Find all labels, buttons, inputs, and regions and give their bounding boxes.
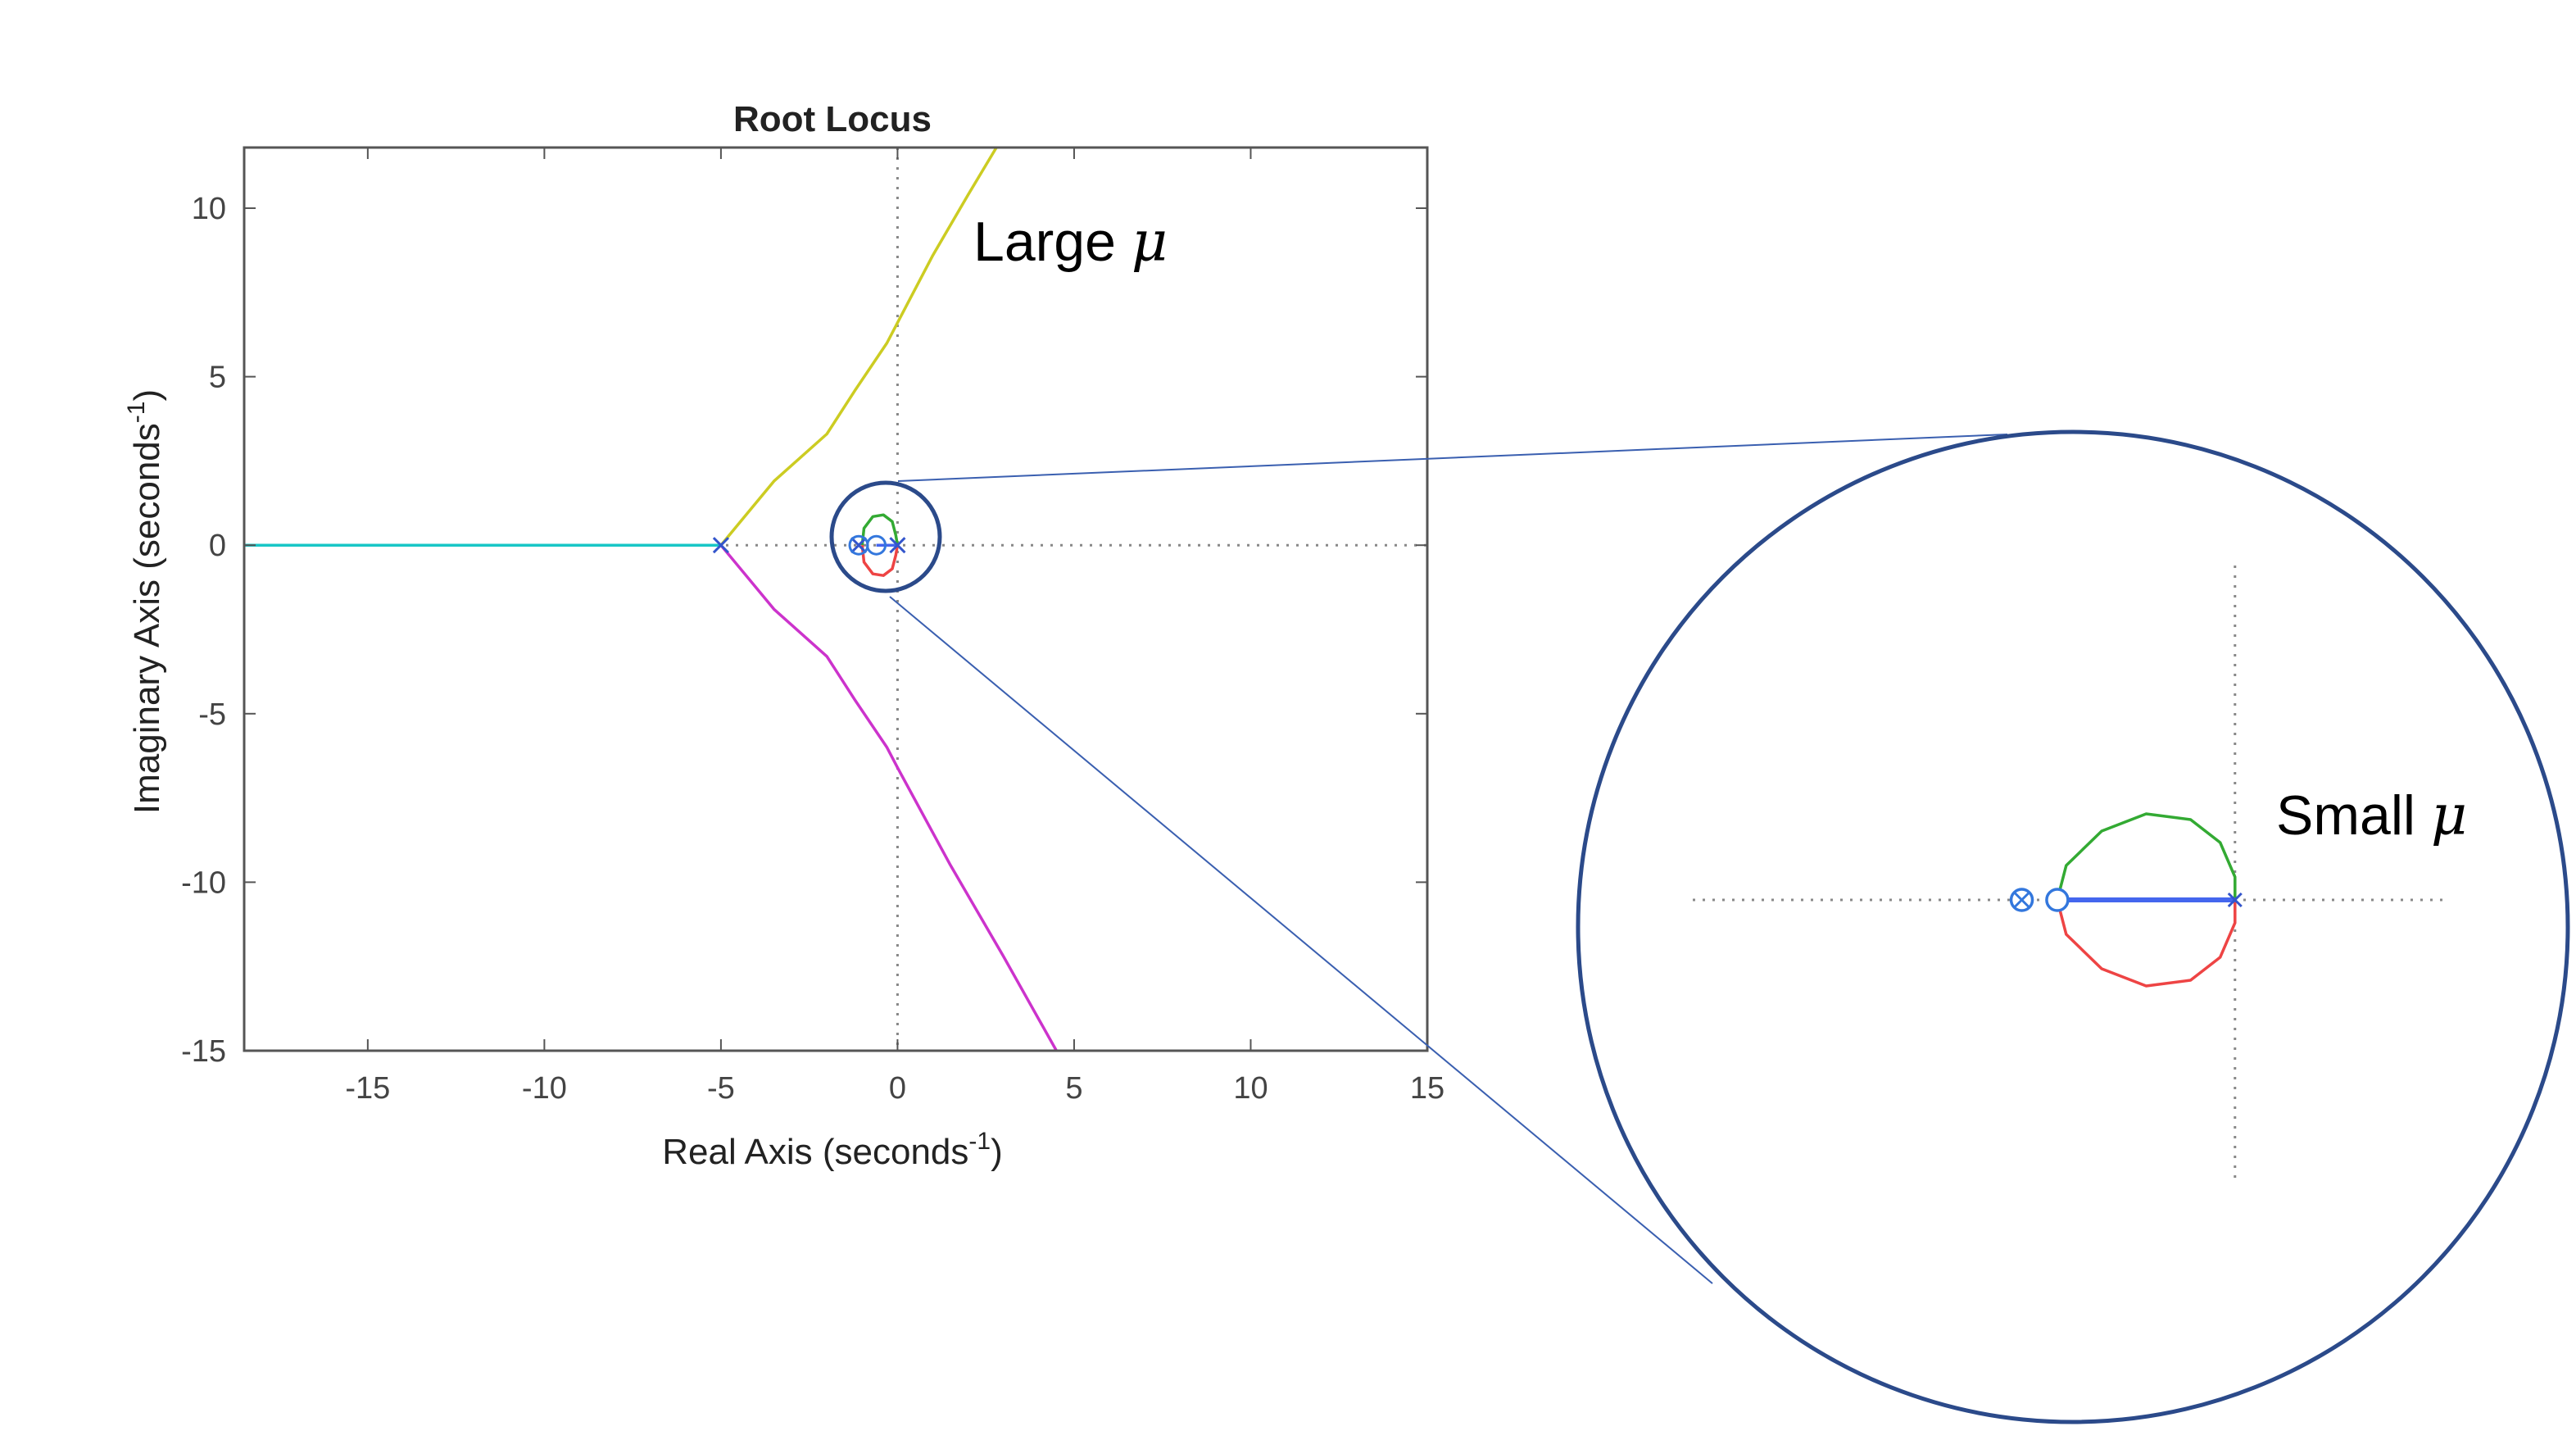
x-axis-label: Real Axis (seconds-1) bbox=[662, 1128, 1003, 1172]
zero-reference-lines bbox=[244, 148, 1427, 1051]
y-tick-label: 5 bbox=[209, 361, 226, 395]
x-axis-label-main: Real Axis (seconds bbox=[662, 1132, 968, 1172]
zoom-inset-plot bbox=[1693, 566, 2450, 1180]
inset-pole-zero-marker bbox=[2009, 888, 2034, 912]
zoom-inset-ring bbox=[1576, 429, 2570, 1424]
y-tick-label: 10 bbox=[192, 192, 226, 226]
y-tick-label: -5 bbox=[198, 697, 226, 732]
callout-line-upper bbox=[897, 434, 2008, 482]
inset-locus-branches bbox=[2056, 812, 2237, 988]
x-tick-label: 5 bbox=[1065, 1071, 1082, 1106]
locus-branch-2 bbox=[719, 544, 1058, 1052]
x-tick-label: 15 bbox=[1410, 1071, 1444, 1106]
inset-reference-lines bbox=[1693, 566, 2450, 1180]
locus-branch-1 bbox=[719, 147, 998, 547]
axis-ticks: -15 -10 -5 0 5 10 15 -15 -10 -5 0 5 10 bbox=[181, 148, 1444, 1106]
y-axis-label: Imaginary Axis (seconds-1) bbox=[123, 389, 167, 814]
y-tick-label: -10 bbox=[181, 865, 226, 900]
chart-title: Root Locus bbox=[733, 99, 932, 139]
locus-branches bbox=[244, 147, 1058, 1052]
large-mu-symbol: μ bbox=[1132, 210, 1168, 275]
locus-branch-4 bbox=[860, 544, 900, 577]
small-mu-word: Small bbox=[2276, 784, 2415, 847]
zoom-callout bbox=[829, 429, 2570, 1424]
y-axis-label-tail: ) bbox=[127, 389, 167, 402]
zoom-source-ring bbox=[829, 480, 942, 593]
x-tick-label: -10 bbox=[522, 1071, 567, 1106]
inset-zero-marker bbox=[2045, 888, 2070, 912]
inset-pole-marker bbox=[2227, 892, 2243, 908]
pole-marker-2 bbox=[850, 537, 868, 554]
inset-branch-0 bbox=[2056, 812, 2237, 901]
large-mu-word: Large bbox=[973, 211, 1116, 273]
pole-marker-0 bbox=[712, 537, 729, 554]
small-mu-annotation: Small μ bbox=[2276, 784, 2467, 848]
main-plot-area: -15 -10 -5 0 5 10 15 -15 -10 -5 0 5 10 bbox=[181, 146, 1444, 1106]
pole-zero-markers bbox=[712, 534, 906, 556]
x-tick-label: 0 bbox=[889, 1071, 906, 1106]
inset-branch-1 bbox=[2056, 899, 2237, 988]
locus-branch-3 bbox=[860, 513, 900, 546]
inset-pole-zero-markers bbox=[2009, 888, 2243, 912]
x-tick-label: 10 bbox=[1233, 1071, 1268, 1106]
x-axis-label-tail: ) bbox=[991, 1132, 1003, 1172]
y-tick-label: 0 bbox=[209, 529, 226, 563]
plot-frame bbox=[243, 146, 1429, 1052]
callout-line-lower bbox=[889, 596, 1713, 1284]
x-axis-label-exp: -1 bbox=[968, 1128, 991, 1155]
large-mu-annotation: Large μ bbox=[973, 210, 1168, 275]
y-axis-label-main: Imaginary Axis (seconds bbox=[127, 423, 167, 814]
zero-marker-1 bbox=[866, 534, 887, 556]
y-tick-label: -15 bbox=[181, 1034, 226, 1069]
small-mu-symbol: μ bbox=[2431, 784, 2467, 848]
x-tick-label: -15 bbox=[345, 1071, 390, 1106]
x-tick-label: -5 bbox=[707, 1071, 735, 1106]
y-axis-label-exp: -1 bbox=[123, 402, 150, 424]
pole-marker-1 bbox=[889, 537, 906, 554]
